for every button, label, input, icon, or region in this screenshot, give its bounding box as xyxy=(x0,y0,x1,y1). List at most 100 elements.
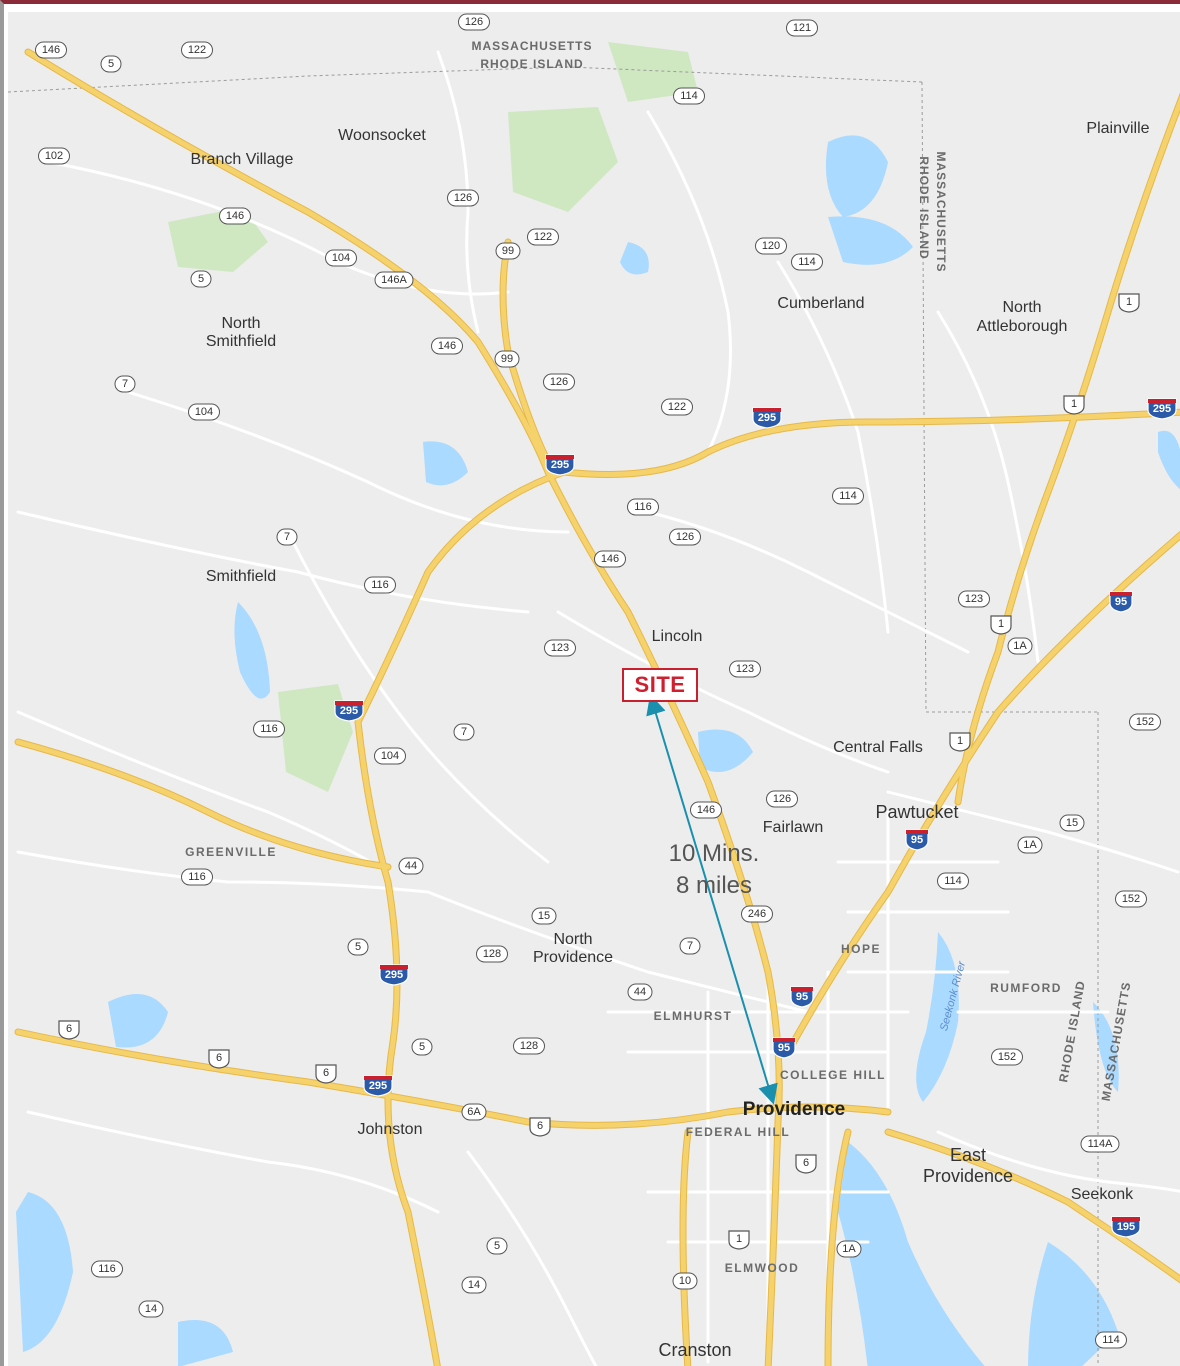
place-north-providence-line2[interactable]: Providence xyxy=(533,949,613,966)
shield-number: 146 xyxy=(697,804,715,816)
place-north-smithfield-line1[interactable]: North xyxy=(221,315,260,332)
shield-shape xyxy=(253,720,285,738)
place-fairlawn[interactable]: Fairlawn xyxy=(763,819,823,836)
shield-number: 5 xyxy=(494,1240,500,1252)
seekonk-river xyxy=(916,932,959,1102)
interstate-shield: 95 xyxy=(772,1037,796,1059)
shield-number: 126 xyxy=(773,793,791,805)
place-providence[interactable]: Providence xyxy=(743,1099,845,1120)
shield-number: 122 xyxy=(668,401,686,413)
shield-number: 95 xyxy=(778,1042,790,1054)
shield-shape xyxy=(461,1103,487,1121)
reservoir xyxy=(16,1192,73,1352)
place-smithfield[interactable]: Smithfield xyxy=(206,568,276,585)
shield-number: 295 xyxy=(369,1080,387,1092)
us-route-shield: 1 xyxy=(990,615,1012,635)
place-central-falls[interactable]: Central Falls xyxy=(833,739,923,756)
place-lincoln[interactable]: Lincoln xyxy=(652,628,703,645)
state-route-shield: 146 xyxy=(431,337,463,355)
shield-shape xyxy=(1059,814,1085,832)
place-cranston[interactable]: Cranston xyxy=(658,1340,731,1360)
us-1 xyxy=(955,95,1180,805)
place-seekonk[interactable]: Seekonk xyxy=(1071,1186,1134,1203)
us-route-shield: 6 xyxy=(795,1154,817,1174)
hood-greenville: GREENVILLE xyxy=(185,845,277,859)
place-branch-village[interactable]: Branch Village xyxy=(191,151,294,168)
state-route-shield: 114 xyxy=(1095,1331,1127,1349)
place-pawtucket[interactable]: Pawtucket xyxy=(875,802,958,822)
shield-number: 14 xyxy=(145,1303,157,1315)
park-area xyxy=(608,42,698,102)
providence-river xyxy=(838,1142,985,1366)
state-route-shield: 126 xyxy=(447,189,479,207)
shield-band xyxy=(906,830,928,834)
shield-number: 146A xyxy=(381,274,407,286)
shield-shape xyxy=(661,398,693,416)
water-bodies xyxy=(16,135,1180,1366)
state-route-shield: 146 xyxy=(690,801,722,819)
map-canvas[interactable]: MASSACHUSETTS RHODE ISLAND MASSACHUSETTS… xyxy=(8,12,1180,1366)
shield-number: 116 xyxy=(634,501,652,513)
shield-number: 114 xyxy=(798,256,816,268)
shield-shape xyxy=(795,1154,817,1174)
place-woonsocket[interactable]: Woonsocket xyxy=(338,127,426,144)
shield-number: 114 xyxy=(839,490,857,502)
state-route-shield: 123 xyxy=(544,639,576,657)
shield-shape xyxy=(545,454,575,476)
route-146-i95 xyxy=(25,49,782,1366)
shield-number: 126 xyxy=(676,531,694,543)
i-295-west xyxy=(355,469,567,1366)
place-johnston[interactable]: Johnston xyxy=(358,1121,423,1138)
state-route-shield: 7 xyxy=(679,937,701,955)
state-route-shield: 15 xyxy=(1059,814,1085,832)
state-route-shield: 14 xyxy=(138,1300,164,1318)
shield-shape xyxy=(1007,637,1033,655)
shield-shape xyxy=(531,907,557,925)
us-route-shield: 6 xyxy=(315,1064,337,1084)
shield-number: 7 xyxy=(122,378,128,390)
shield-band xyxy=(1112,1217,1140,1221)
place-north-attleborough-line1[interactable]: North xyxy=(1002,299,1041,316)
road xyxy=(286,530,550,864)
pond xyxy=(1158,430,1180,490)
shield-band xyxy=(1148,399,1176,403)
shield-number: 15 xyxy=(1066,817,1078,829)
place-east-providence-line1[interactable]: East xyxy=(950,1145,986,1165)
us-6 xyxy=(15,1029,891,1128)
place-north-smithfield-line2[interactable]: Smithfield xyxy=(206,333,276,350)
state-label-ri-vertical: RHODE ISLAND xyxy=(917,156,931,259)
state-route-shield: 146 xyxy=(594,550,626,568)
pond xyxy=(825,135,888,217)
state-route-shield: 122 xyxy=(181,41,213,59)
shield-number: 116 xyxy=(371,579,389,591)
shield-shape xyxy=(208,1049,230,1069)
place-cumberland[interactable]: Cumberland xyxy=(777,295,864,312)
shield-number: 126 xyxy=(454,192,472,204)
state-route-shield: 122 xyxy=(527,228,559,246)
shield-shape xyxy=(363,1075,393,1097)
place-east-providence-line2[interactable]: Providence xyxy=(923,1166,1013,1186)
shield-number: 295 xyxy=(340,705,358,717)
shield-number: 123 xyxy=(965,593,983,605)
shield-shape xyxy=(729,660,761,678)
state-route-shield: 14 xyxy=(461,1276,487,1294)
road xyxy=(16,850,430,894)
shield-shape xyxy=(374,271,414,289)
shield-number: 128 xyxy=(520,1040,538,1052)
shield-number: 44 xyxy=(634,986,646,998)
site-marker[interactable]: SITE xyxy=(622,668,698,702)
state-route-shield: 122 xyxy=(661,398,693,416)
shield-number: 7 xyxy=(284,531,290,543)
place-plainville[interactable]: Plainville xyxy=(1086,120,1149,137)
shield-shape xyxy=(627,498,659,516)
place-north-attleborough-line2[interactable]: Attleborough xyxy=(977,318,1068,335)
state-route-shield: 123 xyxy=(729,660,761,678)
shield-band xyxy=(364,1076,392,1080)
shield-shape xyxy=(374,747,406,765)
distance-miles: 8 miles xyxy=(675,872,753,899)
place-north-providence-line1[interactable]: North xyxy=(553,931,592,948)
state-route-shield: 99 xyxy=(494,350,520,368)
shield-number: 122 xyxy=(188,44,206,56)
shield-shape xyxy=(752,407,782,429)
